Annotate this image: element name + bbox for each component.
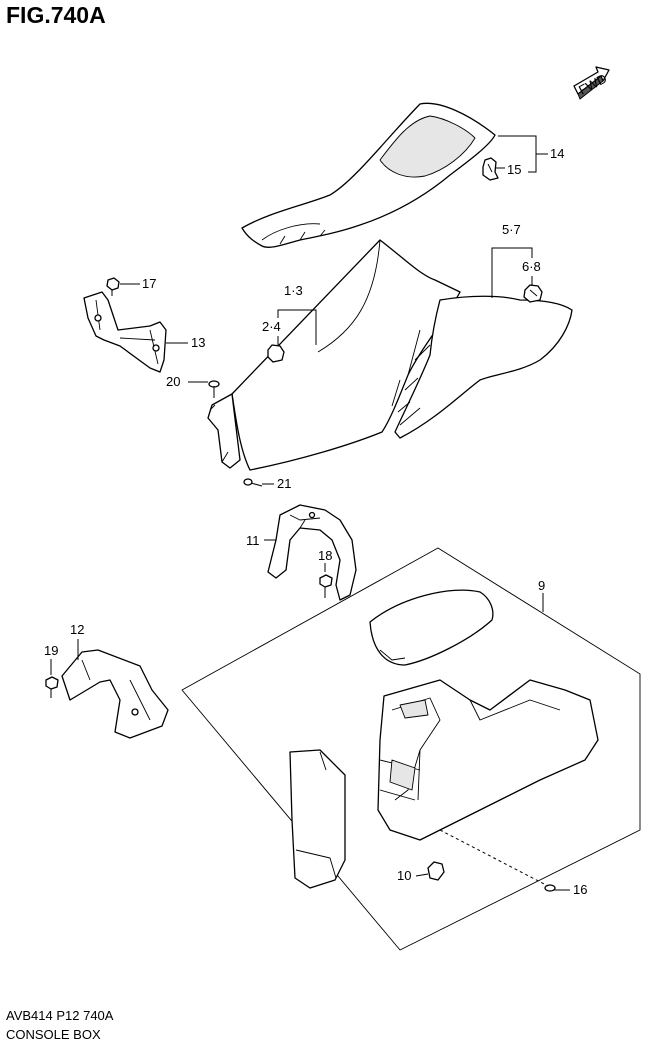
part-9-front-panel	[289, 749, 346, 889]
part-9-lid	[369, 589, 494, 666]
part-12-bracket	[61, 649, 169, 739]
callout-10: 10	[397, 868, 411, 883]
callout-5-7: 5·7	[502, 222, 521, 237]
callout-19: 19	[44, 643, 58, 658]
fwd-arrow-icon: FWD	[573, 66, 610, 100]
figure-title: FIG.740A	[6, 2, 106, 28]
part-18-bolt	[319, 574, 333, 598]
callout-21: 21	[277, 476, 291, 491]
callout-2-4: 2·4	[262, 319, 281, 334]
part-21-screw	[243, 478, 263, 487]
part-9-assembly-outline	[181, 547, 641, 951]
part-10-clip	[427, 861, 445, 881]
callout-15: 15	[507, 162, 521, 177]
part-15-clip	[482, 157, 499, 181]
fwd-label: FWD	[576, 71, 609, 98]
part-17-nut	[106, 277, 120, 296]
part-5-7-right-panel	[394, 295, 573, 439]
callout-20: 20	[166, 374, 180, 389]
part-6-8-clip	[523, 284, 543, 303]
callout-6-8: 6·8	[522, 259, 541, 274]
callout-12: 12	[70, 622, 84, 637]
callout-9: 9	[538, 578, 545, 593]
part-20-screw	[208, 380, 220, 398]
part-13-bracket	[83, 291, 167, 373]
callout-14: 14	[550, 146, 564, 161]
figure-code: AVB414 P12 740A	[6, 1008, 114, 1023]
part-16-screw	[544, 884, 562, 892]
part-11-bracket	[267, 504, 357, 601]
part-9-console-box	[377, 679, 599, 841]
callout-18: 18	[318, 548, 332, 563]
part-1-3-left-panel	[207, 239, 461, 471]
leader-lines	[50, 135, 570, 891]
callout-17: 17	[142, 276, 156, 291]
part-19-bolt	[45, 676, 59, 698]
part-14-upper-panel	[241, 102, 496, 248]
callout-1-3: 1·3	[284, 283, 303, 298]
figure-name: CONSOLE BOX	[6, 1027, 101, 1042]
part-2-4-clip	[267, 344, 285, 363]
callout-16: 16	[573, 882, 587, 897]
callout-13: 13	[191, 335, 205, 350]
callout-11: 11	[246, 533, 260, 548]
